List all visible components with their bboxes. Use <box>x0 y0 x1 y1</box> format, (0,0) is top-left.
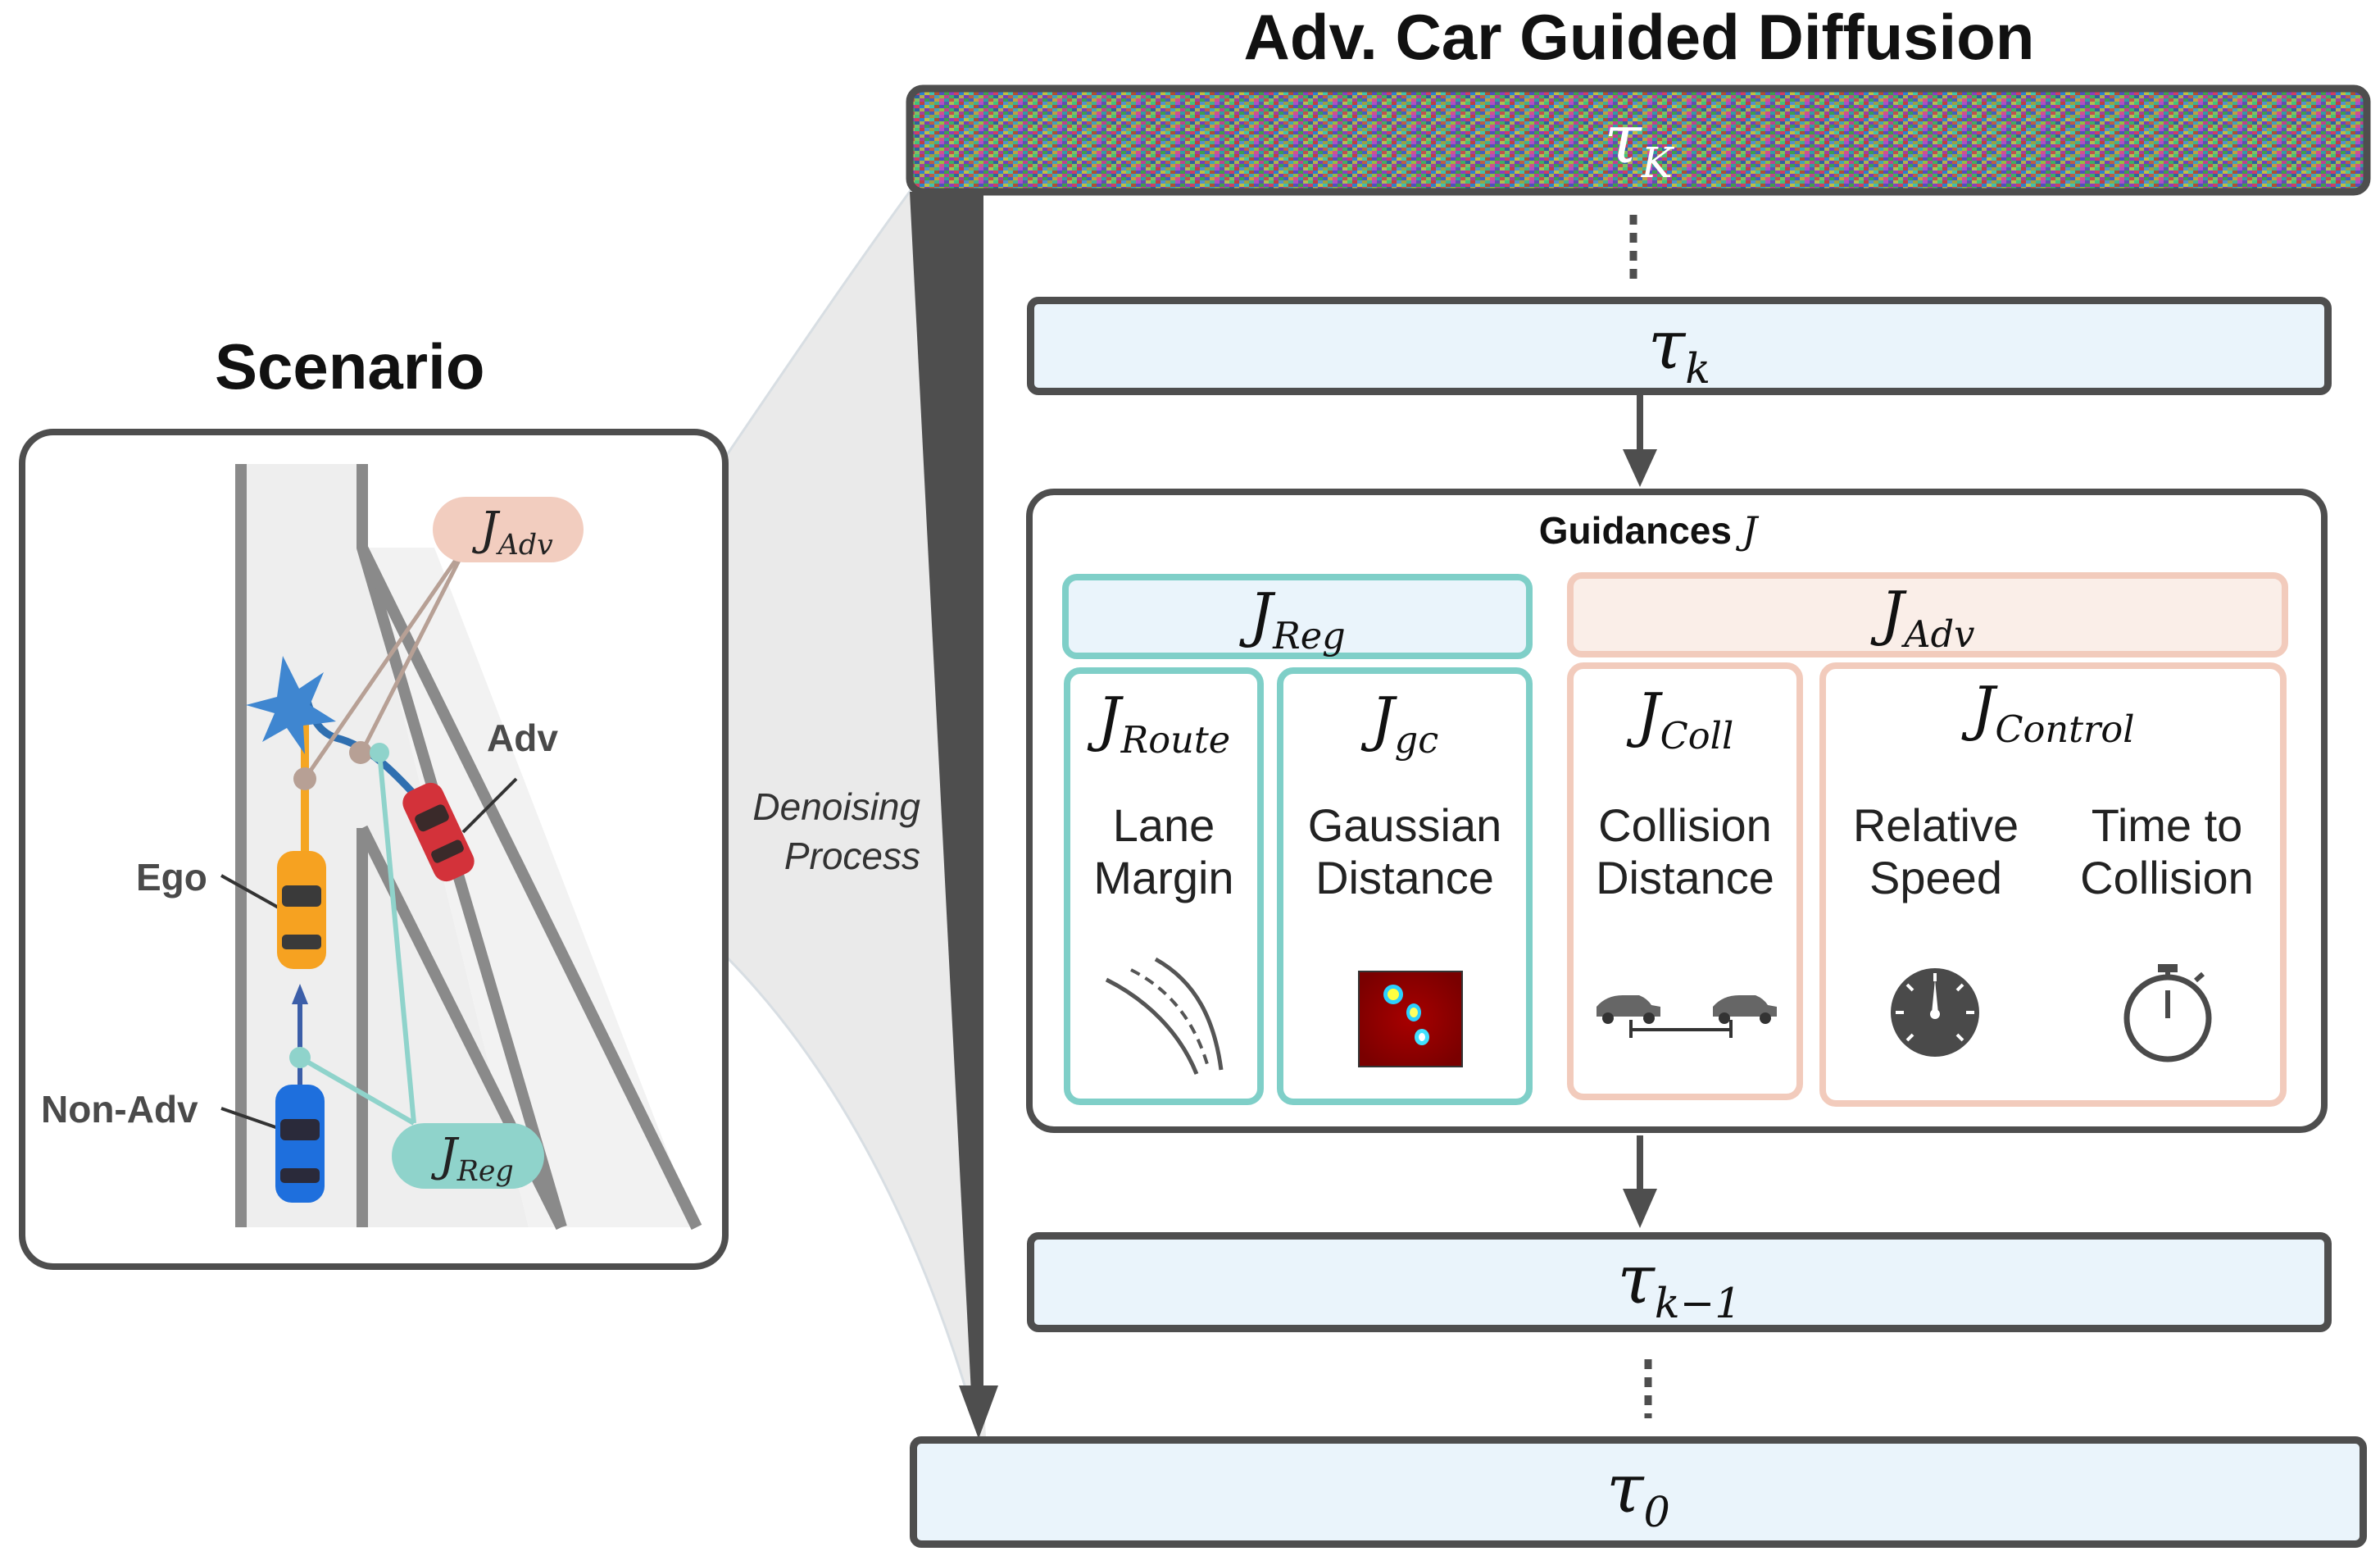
non-adv-arrowhead <box>292 984 308 1004</box>
coll-card-label: Collision Distance <box>1596 799 1774 904</box>
j-reg-bubble-label: JReg <box>438 1129 514 1189</box>
coll-card <box>1567 662 1803 1100</box>
adv-guidance-line-1 <box>302 539 471 780</box>
skip-arrow <box>910 192 983 1394</box>
tau-k-minus-1-box <box>1027 1232 2332 1332</box>
heatmap-icon <box>1358 971 1463 1067</box>
gc-card-label: Gaussian Distance <box>1307 799 1502 904</box>
nonadv-label-pointer <box>220 1107 284 1131</box>
tau-k-box <box>1027 297 2332 395</box>
reg-guidance-node-nonadv <box>289 1047 311 1068</box>
adv-label: Adv <box>487 717 558 759</box>
adv-car-icon <box>402 782 475 882</box>
ego-car-icon <box>277 851 326 969</box>
gc-card-title: Jgc <box>1370 685 1439 762</box>
road-right-line <box>357 544 702 1231</box>
ego-guidance-node <box>293 767 316 790</box>
reg-header <box>1062 574 1533 659</box>
coll-card-title: JColl <box>1636 680 1734 758</box>
skip-arrowhead <box>959 1385 998 1439</box>
time-to-collision-label: Time to Collision <box>2080 799 2254 904</box>
route-card <box>1064 667 1264 1105</box>
non-adv-car-icon <box>275 1085 325 1203</box>
adv-guidance-line-2 <box>358 539 471 756</box>
diffusion-title: Adv. Car Guided Diffusion <box>1243 1 2035 73</box>
j-adv-bubble-label: JAdv <box>479 503 553 562</box>
adv-header <box>1567 572 2288 657</box>
tau-k-minus-1-label: τk−1 <box>1617 1241 1742 1327</box>
non-adv-label: Non-Adv <box>41 1088 198 1131</box>
j-reg-bubble <box>392 1123 544 1189</box>
speedometer-icon <box>1891 968 1979 1057</box>
tau-0-box <box>910 1436 2367 1548</box>
tau-0-label: τ0 <box>1606 1450 1670 1536</box>
ego-label-pointer <box>220 874 284 912</box>
tau-K-noise-bar <box>906 84 2371 196</box>
road-surface <box>239 464 529 1227</box>
j-adv-bubble <box>433 497 584 562</box>
lane-curve-icon <box>1105 957 1224 1075</box>
relative-speed-label: Relative Speed <box>1852 799 2019 904</box>
denoising-process-label: Denoising Process <box>752 785 920 877</box>
tau-K-label: τK <box>1604 101 1673 187</box>
reg-header-label: JReg <box>1249 580 1346 657</box>
route-card-label: Lane Margin <box>1093 799 1234 904</box>
arrow-tauk-head <box>1623 449 1657 487</box>
ego-label: Ego <box>136 856 207 899</box>
adv-header-label: JAdv <box>1880 579 1975 656</box>
arrow-guidances-head <box>1623 1189 1657 1228</box>
adv-guidance-node <box>349 741 372 764</box>
reg-guidance-line-1 <box>298 1055 416 1126</box>
reg-guidance-line-2 <box>377 752 416 1124</box>
scenario-title: Scenario <box>215 330 485 403</box>
collision-star-icon <box>246 656 336 754</box>
stopwatch-icon <box>2123 964 2212 1062</box>
adv-label-pointer <box>461 777 518 834</box>
route-card-title: JRoute <box>1097 685 1231 762</box>
tau-k-label: τk <box>1647 307 1711 393</box>
guidances-title: Guidances J <box>1538 508 1758 553</box>
two-cars-icon <box>1597 995 1777 1038</box>
gc-card <box>1277 667 1533 1105</box>
control-card-title: JControl <box>1971 674 2135 751</box>
